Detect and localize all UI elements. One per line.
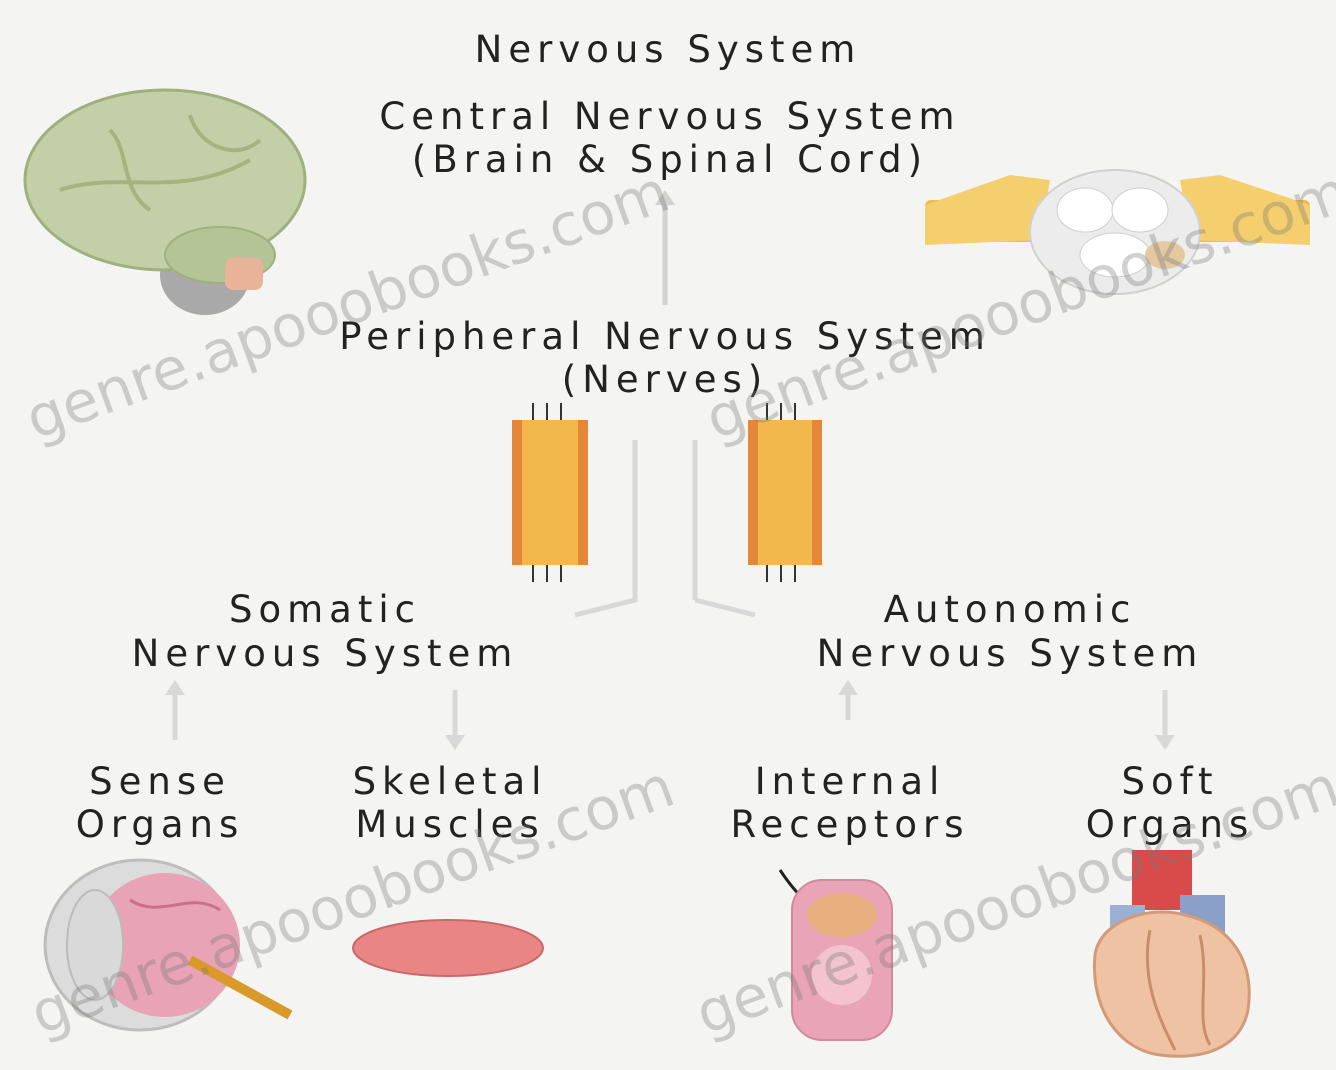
pns-label-line1: Peripheral Nervous System <box>290 315 1040 359</box>
autonomic-nerve-bundle-icon <box>748 403 822 582</box>
somatic-arrows <box>165 680 465 750</box>
cns-label-line1: Central Nervous System <box>320 95 1020 139</box>
somatic-label-line1: Somatic <box>100 588 550 632</box>
muscle-icon <box>353 920 543 976</box>
internal-receptors-label-line2: Receptors <box>700 803 1000 847</box>
diagram-title: Nervous System <box>368 28 968 72</box>
internal-receptors-label-line1: Internal <box>700 760 1000 804</box>
pns-branch-arrows <box>575 440 755 615</box>
autonomic-label-line2: Nervous System <box>785 632 1235 676</box>
brain-icon <box>25 90 305 315</box>
sense-organs-label-line1: Sense <box>30 760 290 804</box>
sense-organs-label-line2: Organs <box>30 803 290 847</box>
skeletal-muscles-label-line1: Skeletal <box>320 760 580 804</box>
skeletal-muscles-label-line2: Muscles <box>320 803 580 847</box>
somatic-nerve-bundle-icon <box>512 403 588 582</box>
autonomic-arrows <box>838 680 1175 750</box>
soft-organs-label-line2: Organs <box>1040 803 1300 847</box>
eye-icon <box>45 860 290 1030</box>
soft-organs-label-line1: Soft <box>1040 760 1300 804</box>
cns-pns-arrow <box>655 190 675 305</box>
autonomic-label-line1: Autonomic <box>785 588 1235 632</box>
pns-label-line2: (Nerves) <box>290 358 1040 402</box>
heart-icon <box>1094 850 1249 1056</box>
internal-receptor-icon <box>780 870 892 1040</box>
somatic-label-line2: Nervous System <box>100 632 550 676</box>
spinal-cord-icon <box>925 170 1310 294</box>
cns-label-line2: (Brain & Spinal Cord) <box>320 138 1020 182</box>
